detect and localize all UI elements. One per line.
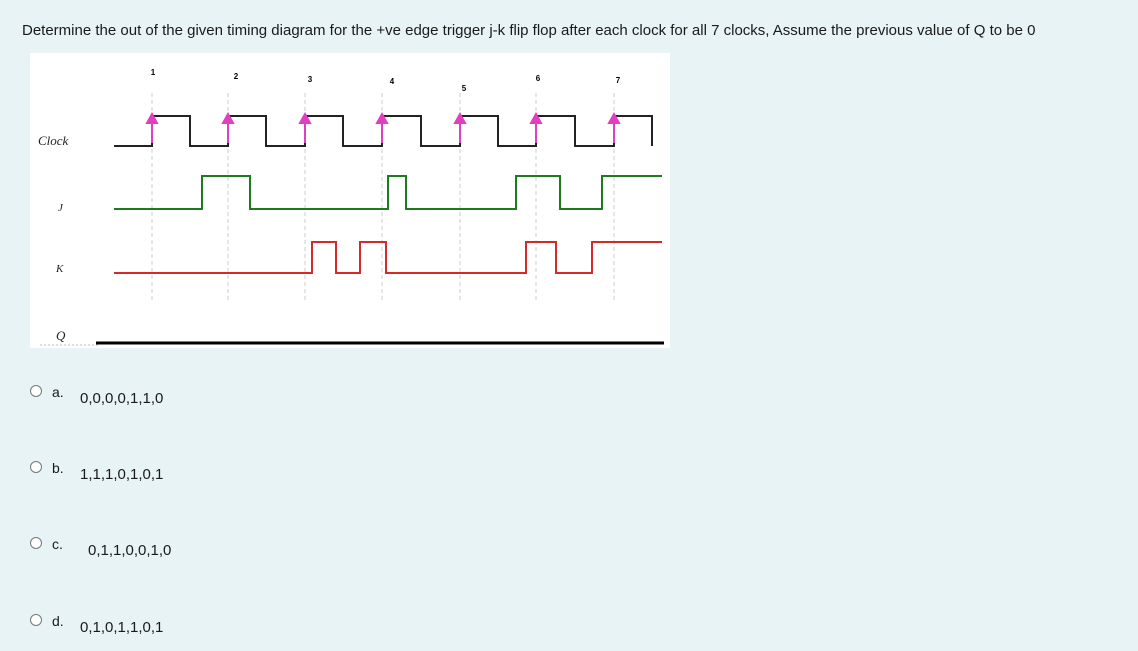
option-b-letter: b. [52, 460, 64, 476]
option-c[interactable]: c. 0,1,1,0,0,1,0 [30, 536, 210, 560]
q-label: Q [56, 328, 66, 343]
clock-number-6: 6 [536, 74, 541, 83]
question-text: Determine the out of the given timing di… [22, 22, 1036, 39]
k-label: K [55, 263, 64, 275]
option-a-letter: a. [52, 384, 64, 400]
option-a-radio[interactable] [30, 385, 42, 397]
option-c-letter: c. [52, 536, 63, 552]
option-d-letter: d. [52, 613, 64, 629]
clock-number-4: 4 [390, 77, 395, 86]
clock-label: Clock [38, 133, 69, 148]
option-d-text: 0,1,0,1,1,0,1 [80, 619, 164, 636]
edge-arrow-5 [453, 111, 467, 143]
k-waveform [114, 241, 662, 274]
clock-number-7: 7 [616, 76, 621, 85]
edge-arrow-7 [607, 111, 621, 143]
clock-number-1: 1 [151, 68, 156, 77]
option-d[interactable]: d. 0,1,0,1,1,0,1 [30, 613, 200, 637]
option-b-text: 1,1,1,0,1,0,1 [80, 466, 164, 483]
edge-arrow-1 [145, 111, 159, 143]
edge-arrow-6 [529, 111, 543, 143]
option-d-radio[interactable] [30, 614, 42, 626]
option-b[interactable]: b. 1,1,1,0,1,0,1 [30, 460, 200, 484]
j-waveform [114, 175, 662, 210]
option-b-radio[interactable] [30, 461, 42, 473]
j-label: J [58, 202, 64, 214]
timing-diagram-svg: 1 2 3 4 5 6 7 Clock J K Q [38, 68, 664, 346]
timing-diagram: 1 2 3 4 5 6 7 Clock J K Q [30, 53, 670, 348]
option-c-radio[interactable] [30, 537, 42, 549]
edge-arrow-4 [375, 111, 389, 143]
option-c-text: 0,1,1,0,0,1,0 [88, 542, 172, 559]
option-a-text: 0,0,0,0,1,1,0 [80, 390, 164, 407]
clock-number-5: 5 [462, 84, 467, 93]
edge-arrow-3 [298, 111, 312, 143]
clock-number-3: 3 [308, 75, 313, 84]
clock-number-2: 2 [234, 72, 239, 81]
option-a[interactable]: a. 0,0,0,0,1,1,0 [30, 384, 200, 408]
edge-arrow-2 [221, 111, 235, 143]
